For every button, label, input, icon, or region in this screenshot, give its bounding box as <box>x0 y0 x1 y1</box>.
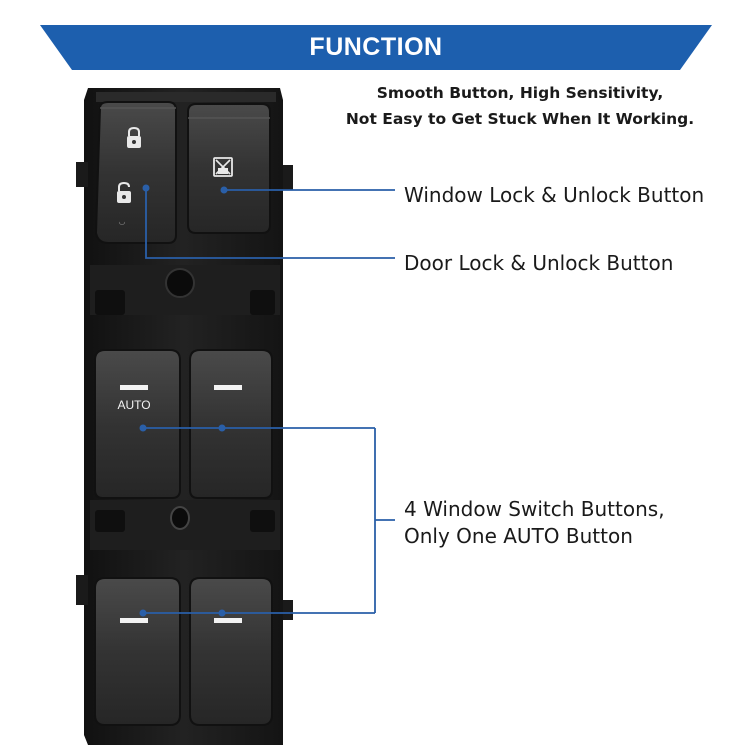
window-lock-icon <box>213 157 233 177</box>
callout-door-lock: Door Lock & Unlock Button <box>404 251 674 275</box>
auto-label: AUTO <box>117 398 150 412</box>
svg-text:◡: ◡ <box>119 217 126 226</box>
subtitle-line-2: Not Easy to Get Stuck When It Working. <box>345 110 695 128</box>
callout-switches-line-2: Only One AUTO Button <box>404 524 633 548</box>
switch-indicator <box>214 618 242 623</box>
leader-lines <box>143 188 395 614</box>
window-switch-rear-right[interactable] <box>189 577 273 726</box>
switch-indicator <box>214 385 242 390</box>
door-lock-button[interactable] <box>94 101 177 244</box>
callout-switches-line-1: 4 Window Switch Buttons, <box>404 497 665 521</box>
function-banner: FUNCTION <box>40 25 712 70</box>
padlock-closed-icon <box>127 126 141 148</box>
window-switch-front-left-auto[interactable] <box>94 349 181 499</box>
panel-screw-hole-bottom <box>170 506 190 530</box>
leader-door-lock <box>145 188 395 259</box>
callout-window-lock: Window Lock & Unlock Button <box>404 183 705 207</box>
window-lock-button[interactable] <box>187 103 271 234</box>
window-switch-front-right[interactable] <box>189 349 273 499</box>
banner-shape <box>40 25 712 70</box>
subtitle-line-1: Smooth Button, High Sensitivity, <box>376 84 664 102</box>
switch-indicator <box>120 385 148 390</box>
switch-indicator <box>120 618 148 623</box>
window-switch-rear-left[interactable] <box>94 577 181 726</box>
banner-title: FUNCTION <box>309 33 443 61</box>
leader-dots <box>139 184 228 617</box>
panel-screw-hole-top <box>165 268 195 298</box>
padlock-open-icon <box>117 181 131 203</box>
